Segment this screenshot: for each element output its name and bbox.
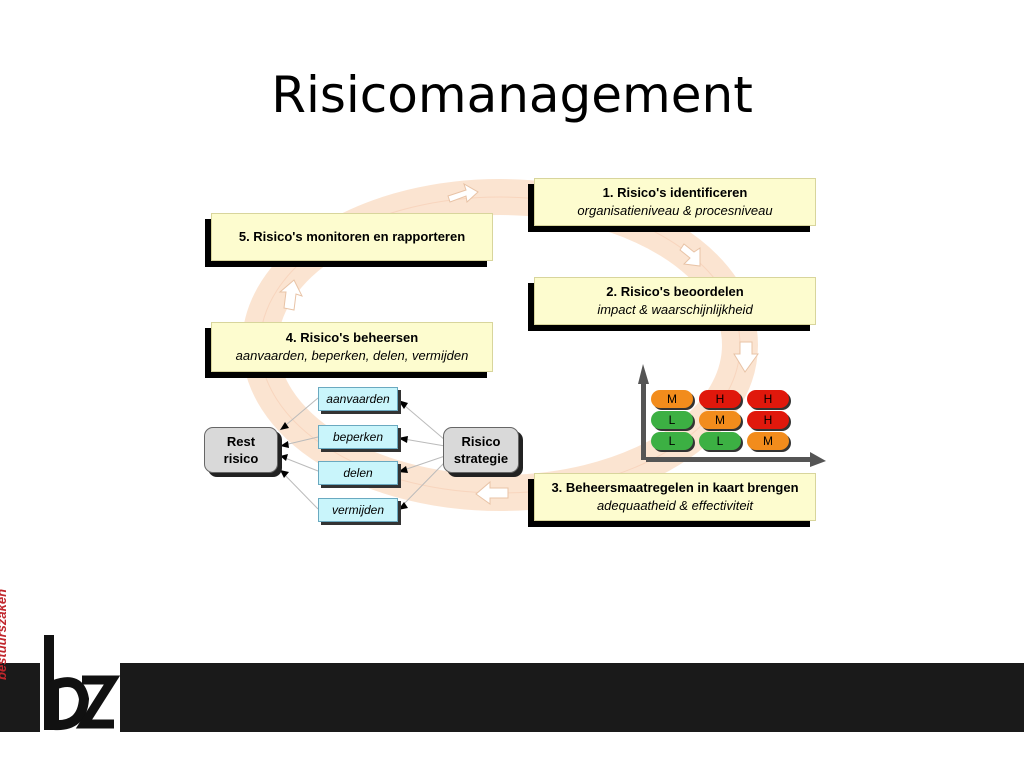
- option-vermijden: vermijden: [318, 498, 398, 522]
- step-3-subtitle: adequaatheid & effectiviteit: [596, 498, 754, 513]
- step-3-box: 3. Beheersmaatregelen in kaart brengen a…: [534, 473, 816, 521]
- step-4-subtitle: aanvaarden, beperken, delen, vermijden: [235, 348, 469, 363]
- rest-risico-line1: Rest: [226, 434, 256, 449]
- risico-strategie-line2: strategie: [453, 451, 509, 466]
- page-title: Risicomanagement: [271, 66, 753, 124]
- step-2-title: 2. Risico's beoordelen: [606, 284, 744, 299]
- cycle-arrow-left: [278, 279, 303, 311]
- footer-bar: [0, 663, 1024, 732]
- step-4-title: 4. Risico's beheersen: [285, 330, 419, 345]
- matrix-cell-0-0: M: [651, 390, 693, 408]
- matrix-cell-0-2: H: [747, 390, 789, 408]
- cycle-arrow-right-upper: [679, 243, 701, 267]
- step-3-title: 3. Beheersmaatregelen in kaart brengen: [551, 480, 799, 495]
- matrix-cell-0-1: H: [699, 390, 741, 408]
- step-2-box: 2. Risico's beoordelen impact & waarschi…: [534, 277, 816, 325]
- step-5-box: 5. Risico's monitoren en rapporteren: [211, 213, 493, 261]
- bz-brand-text: bestuurszaken: [0, 588, 9, 680]
- option-aanvaarden: aanvaarden: [318, 387, 398, 411]
- step-5-title: 5. Risico's monitoren en rapporteren: [238, 229, 466, 244]
- matrix-cell-2-0: L: [651, 432, 693, 450]
- step-1-subtitle: organisatieniveau & procesniveau: [577, 203, 773, 218]
- step-1-box: 1. Risico's identificeren organisatieniv…: [534, 178, 816, 226]
- matrix-cell-2-1: L: [699, 432, 741, 450]
- cycle-arrow-top: [447, 182, 479, 203]
- matrix-cell-2-2: M: [747, 432, 789, 450]
- bz-logo-mark: [40, 635, 120, 732]
- matrix-cell-1-0: L: [651, 411, 693, 429]
- step-2-subtitle: impact & waarschijnlijkheid: [597, 302, 753, 317]
- matrix-axes: [638, 364, 826, 467]
- option-beperken: beperken: [318, 425, 398, 449]
- risico-strategie-node: Risico strategie: [443, 427, 519, 473]
- rest-risico-line2: risico: [223, 451, 259, 466]
- risico-strategie-line1: Risico: [461, 434, 501, 449]
- step-4-box: 4. Risico's beheersen aanvaarden, beperk…: [211, 322, 493, 372]
- matrix-cell-1-1: M: [699, 411, 741, 429]
- step-1-title: 1. Risico's identificeren: [602, 185, 748, 200]
- cycle-arrow-bottom: [475, 480, 509, 505]
- rest-risico-node: Rest risico: [204, 427, 278, 473]
- option-delen: delen: [318, 461, 398, 485]
- cycle-arrow-right-lower: [733, 341, 759, 373]
- matrix-cell-1-2: H: [747, 411, 789, 429]
